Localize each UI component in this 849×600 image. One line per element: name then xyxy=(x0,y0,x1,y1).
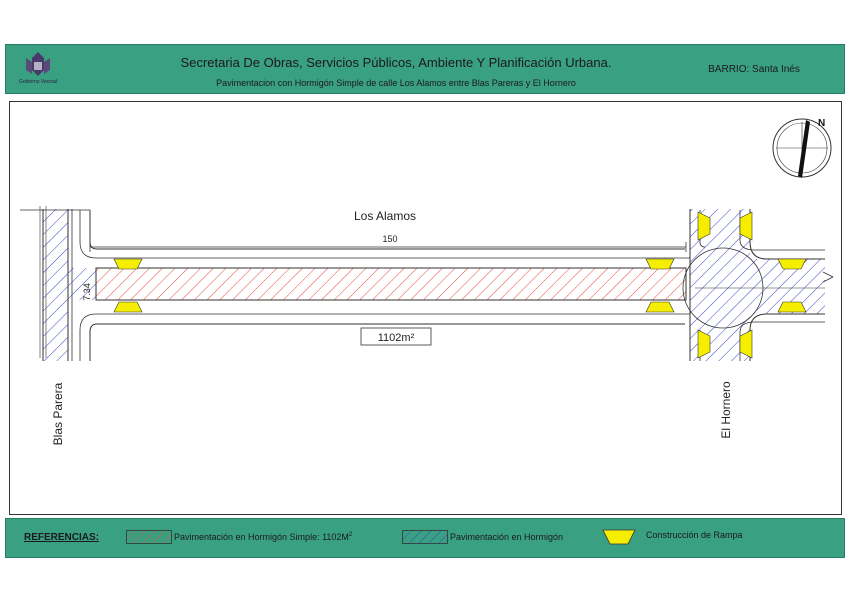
legend-item-ramp: Construcción de Rampa xyxy=(646,530,743,540)
legend-red-hatch-swatch xyxy=(126,530,172,544)
street-name-label: Los Alamos xyxy=(354,209,416,223)
legend-ramp-swatch xyxy=(602,529,636,545)
header-bar: Gobierno Vecinal Secretaria De Obras, Se… xyxy=(5,44,845,94)
page-title: Secretaria De Obras, Servicios Públicos,… xyxy=(180,55,612,70)
left-street xyxy=(20,206,96,361)
ramp-hornero-nw xyxy=(697,211,711,241)
ramp-right-bottom xyxy=(645,301,675,313)
north-label: N xyxy=(818,118,825,129)
drawing-frame: Los Alamos 150 7.34 1102m² Blas Parera E… xyxy=(9,101,842,515)
width-dimension: 7.34 xyxy=(82,283,92,301)
municipal-logo-icon: Gobierno Vecinal xyxy=(19,52,57,85)
legend-item-concrete: Pavimentación en Hormigón xyxy=(450,532,564,542)
ramp-hornero-ne xyxy=(739,211,753,241)
new-pavement-area xyxy=(95,267,687,301)
length-dimension: 150 xyxy=(382,234,397,244)
left-street-label: Blas Parera xyxy=(51,382,65,445)
ramp-hornero-se xyxy=(739,329,753,359)
references-label: REFERENCIAS: xyxy=(24,532,100,543)
ramps xyxy=(113,211,807,359)
barrio-label: BARRIO: Santa Inés xyxy=(708,64,800,75)
main-street xyxy=(79,210,690,361)
ramp-hornero-sw xyxy=(697,329,711,359)
ramp-left-top xyxy=(113,258,143,270)
ramp-left-bottom xyxy=(113,301,143,313)
legend-item-simple-concrete: Pavimentación en Hormigón Simple: 1102M2 xyxy=(174,532,353,542)
ramp-right-top xyxy=(645,258,675,270)
legend-blue-hatch-swatch xyxy=(402,530,448,544)
street-plan: Los Alamos 150 7.34 1102m² Blas Parera E… xyxy=(20,118,834,445)
page-subtitle: Pavimentacion con Hormigón Simple de cal… xyxy=(216,78,576,88)
area-label: 1102m² xyxy=(378,332,415,344)
ramp-east-top xyxy=(777,258,807,270)
ramp-east-bottom xyxy=(777,301,807,313)
svg-text:Gobierno Vecinal: Gobierno Vecinal xyxy=(19,79,57,85)
area-box xyxy=(360,327,432,346)
references-bar: REFERENCIAS: Pavimentación en Hormigón S… xyxy=(5,518,845,558)
north-arrow-icon: N xyxy=(772,118,832,178)
right-street-label: El Hornero xyxy=(719,381,733,439)
